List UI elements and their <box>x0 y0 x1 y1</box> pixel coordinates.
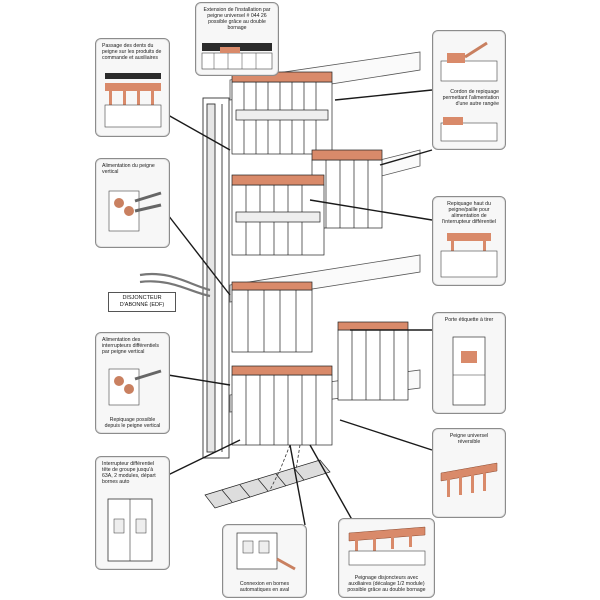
callout-alimentation-peigne: Alimentation du peigne vertical <box>95 158 170 248</box>
callout-repiquage-haut-text: Repiquage haut du peigne/paille pour ali… <box>442 201 496 225</box>
callout-cordon-repiquage-text: Cordon de repiquage permettant l'aliment… <box>442 89 499 107</box>
disjoncteur-abonne-label: DISJONCTEUR D'ABONNÉ (EDF) <box>108 292 176 312</box>
callout-passage-dents-text: Passage des dents du peigne sur les prod… <box>102 43 162 61</box>
callout-interrupteur-differentiel: Interrupteur différentiel tête de groupe… <box>95 456 170 570</box>
top-feed-comb-icon <box>440 233 498 278</box>
row-1-modules <box>231 71 333 155</box>
comb-row-icon <box>440 117 498 142</box>
callout-peignage-disjoncteurs-text: Peignage disjoncteurs avec auxiliaires (… <box>347 575 426 593</box>
terminal-strip <box>204 459 331 509</box>
callout-connexion-bornes: Connexion en bornes automatiques en aval <box>222 524 307 598</box>
callout-porte-etiquette: Porte étiquette à tirer <box>432 312 506 414</box>
terminal-feed-icon <box>108 190 162 232</box>
row-3b-modules <box>337 321 409 401</box>
callout-porte-etiquette-text: Porte étiquette à tirer <box>444 317 494 323</box>
callout-repiquage-possible-text: Repiquage possible depuis le peigne vert… <box>104 417 161 429</box>
callout-peignage-disjoncteurs: Peignage disjoncteurs avec auxiliaires (… <box>338 518 435 598</box>
offset-comb-icon <box>348 526 426 566</box>
callout-extension-text: Extension de l'installation par peigne u… <box>203 7 271 31</box>
callout-alimentation-interrupteurs: Alimentation des interrupteurs différent… <box>95 332 170 434</box>
auto-terminal-icon <box>236 532 296 571</box>
row-4-modules <box>231 365 333 446</box>
comb-illustration-icon <box>201 43 273 70</box>
callout-interrupteur-differentiel-text: Interrupteur différentiel tête de groupe… <box>102 461 156 485</box>
comb-teeth-icon <box>104 73 162 128</box>
callout-cordon-repiquage: Cordon de repiquage permettant l'aliment… <box>432 30 506 150</box>
callout-extension-installation: Extension de l'installation par peigne u… <box>195 2 279 76</box>
vertical-comb-column <box>202 97 230 459</box>
row-2-modules <box>231 174 325 256</box>
callout-alimentation-peigne-text: Alimentation du peigne vertical <box>102 163 155 175</box>
callout-peigne-universel-text: Peigne universel réversible <box>449 433 489 445</box>
callout-alimentation-interrupteurs-text: Alimentation des interrupteurs différent… <box>102 337 159 355</box>
label-holder-icon <box>452 336 486 406</box>
callout-peigne-universel: Peigne universel réversible <box>432 428 506 518</box>
rcd-module-icon <box>107 498 153 562</box>
supply-cables <box>139 272 211 298</box>
universal-comb-icon <box>440 462 498 497</box>
vertical-comb-feed-icon <box>108 368 162 406</box>
callout-connexion-bornes-text: Connexion en bornes automatiques en aval <box>239 581 290 593</box>
dashed-wires <box>269 444 301 491</box>
callout-repiquage-haut: Repiquage haut du peigne/paille pour ali… <box>432 196 506 286</box>
row-3-modules <box>231 281 313 353</box>
jumper-cable-icon <box>440 41 498 82</box>
callout-passage-dents: Passage des dents du peigne sur les prod… <box>95 38 170 137</box>
